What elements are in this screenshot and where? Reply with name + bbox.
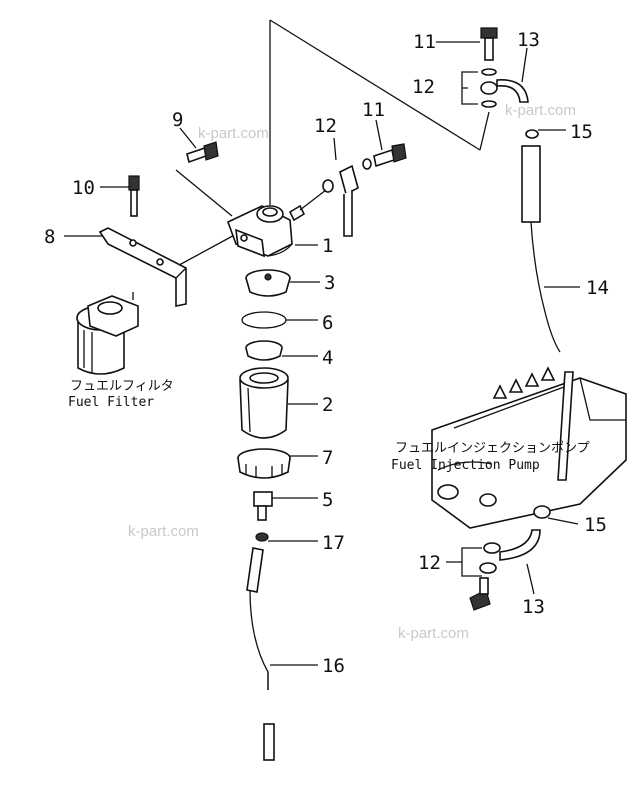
watermark: k-part.com [398, 625, 469, 642]
callout-11: 11 [413, 31, 436, 53]
bolt-10 [128, 175, 140, 217]
fuel-filter-jp-caption: フュエルフィルタ [70, 379, 174, 394]
leader-lines [64, 41, 580, 666]
banjo-fitting-middle [299, 143, 407, 237]
reference-guide-lines [132, 19, 490, 300]
watermark: k-part.com [198, 125, 269, 142]
callout-12: 12 [418, 552, 441, 574]
callout-6: 6 [322, 312, 333, 334]
callout-7: 7 [322, 447, 333, 469]
callout-3: 3 [324, 272, 335, 294]
callout-11: 11 [362, 99, 385, 121]
callout-4: 4 [322, 347, 333, 369]
part-2-filter-element [239, 367, 289, 439]
callout-5: 5 [322, 489, 333, 511]
callout-9: 9 [172, 109, 183, 131]
callout-12: 12 [314, 115, 337, 137]
callout-8: 8 [44, 226, 55, 248]
injection-pump-jp-caption: フュエルインジェクションポンプ [395, 441, 590, 456]
callout-15: 15 [570, 121, 593, 143]
part-16-hose [246, 547, 275, 761]
part-7-ring-nut [237, 448, 291, 479]
injection-pump-en-caption: Fuel Injection Pump [391, 458, 540, 473]
part-5-fitting [253, 491, 273, 521]
bracket-8 [98, 227, 187, 307]
callout-10: 10 [72, 177, 95, 199]
part-4-seal [245, 340, 283, 361]
part-3-cap [245, 269, 291, 297]
callout-17: 17 [322, 532, 345, 554]
callout-16: 16 [322, 655, 345, 677]
existing-fuel-filter [76, 295, 139, 375]
callout-numbers: 1 2 3 4 5 6 7 8 9 10 11 11 12 12 12 13 1… [44, 29, 609, 677]
callout-13: 13 [522, 596, 545, 618]
watermark: k-part.com [505, 102, 576, 119]
bolt-9 [175, 141, 233, 217]
fuel-filter-en-caption: Fuel Filter [68, 395, 154, 410]
callout-2: 2 [322, 394, 333, 416]
callout-15: 15 [584, 514, 607, 536]
watermark: k-part.com [128, 523, 199, 540]
part-6-o-ring [241, 311, 287, 329]
callout-12: 12 [412, 76, 435, 98]
callout-1: 1 [322, 235, 333, 257]
callout-14: 14 [586, 277, 609, 299]
callout-13: 13 [517, 29, 540, 51]
banjo-fitting-top [480, 27, 561, 353]
filter-head [226, 204, 306, 258]
part-17-clip [255, 532, 269, 542]
fuel-injection-pump [431, 366, 627, 611]
